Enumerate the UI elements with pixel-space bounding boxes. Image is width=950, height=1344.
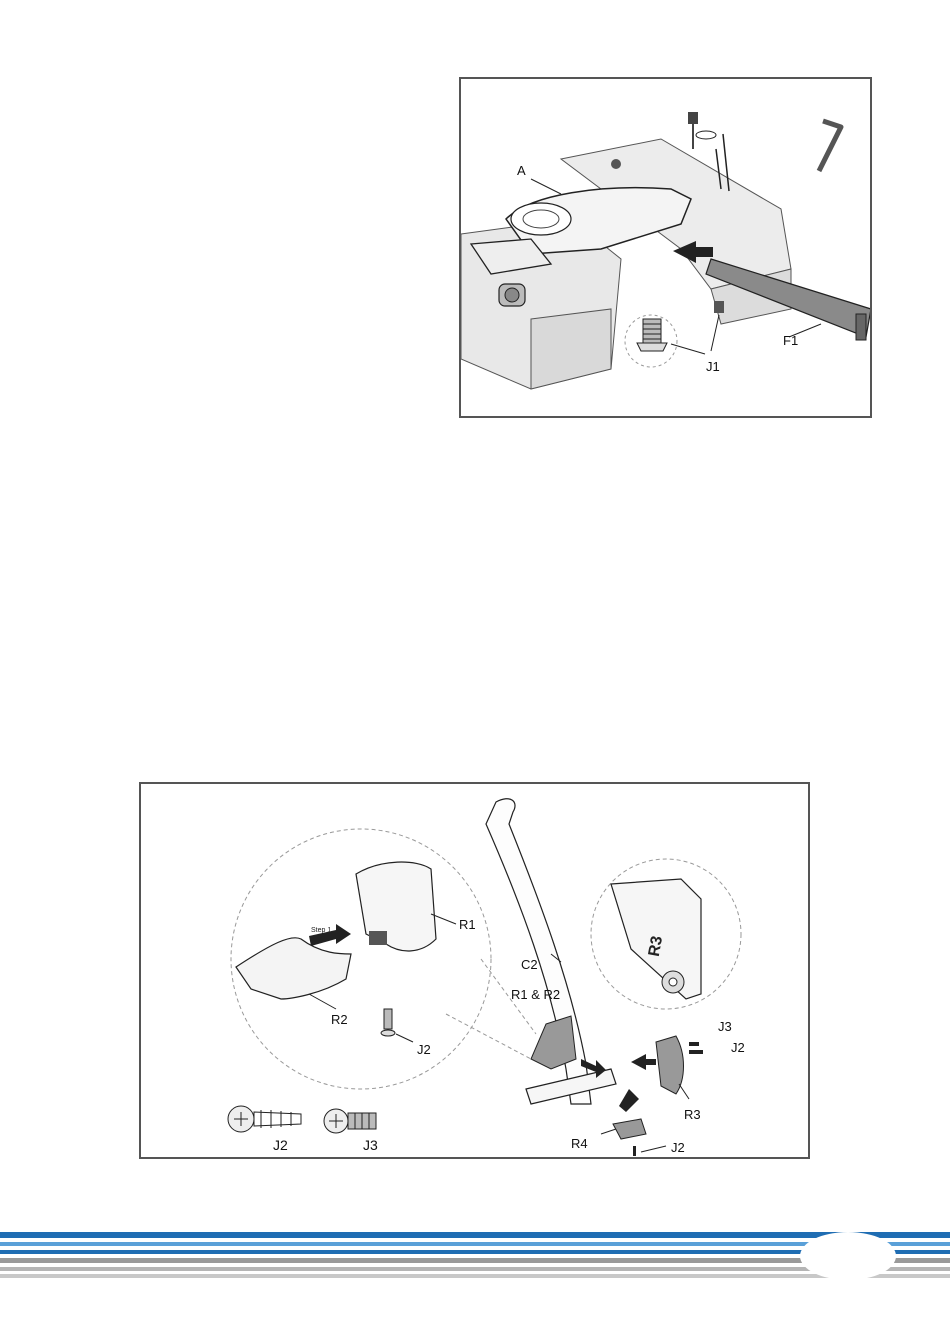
label-r3: R3 [684, 1107, 701, 1122]
label-j1: J1 [706, 359, 720, 374]
figure-1-drawing: A F1 J1 [461, 79, 870, 416]
cover-r1 [356, 862, 436, 951]
label-j2-bottom: J2 [671, 1140, 685, 1155]
label-j2-right: J2 [731, 1040, 745, 1055]
label-f1: F1 [783, 333, 798, 348]
step1-label: Step 1 [311, 927, 331, 934]
label-c2: C2 [521, 957, 538, 972]
allen-key [819, 121, 841, 171]
label-j2-detail: J2 [417, 1042, 431, 1057]
figure-2-drawing: Step 1 R3 [141, 784, 808, 1157]
assembly-figure-1: A F1 J1 [459, 77, 872, 418]
part-r4 [613, 1119, 646, 1139]
legend-label-j2: J2 [273, 1137, 288, 1153]
legend-screw-j3-icon [324, 1109, 376, 1133]
label-r1-r2: R1 & R2 [511, 987, 560, 1002]
label-r4: R4 [571, 1136, 588, 1151]
label-r1: R1 [459, 917, 476, 932]
top-bolt [688, 112, 698, 124]
cover-r2 [236, 938, 351, 999]
label-r2: R2 [331, 1012, 348, 1027]
packing-block-front [531, 309, 611, 389]
part-r1-r2 [531, 1016, 576, 1069]
r3-embossed-label: R3 [646, 935, 666, 958]
label-a: A [517, 163, 526, 178]
footer-stripes [0, 1228, 950, 1288]
legend-label-j3: J3 [363, 1137, 378, 1153]
footer-decoration [0, 1228, 950, 1288]
assembly-figure-2: Step 1 R3 [139, 782, 810, 1159]
legend-screw-j2-icon [228, 1106, 301, 1132]
label-j3-right: J3 [718, 1019, 732, 1034]
page-number-badge [800, 1232, 896, 1280]
